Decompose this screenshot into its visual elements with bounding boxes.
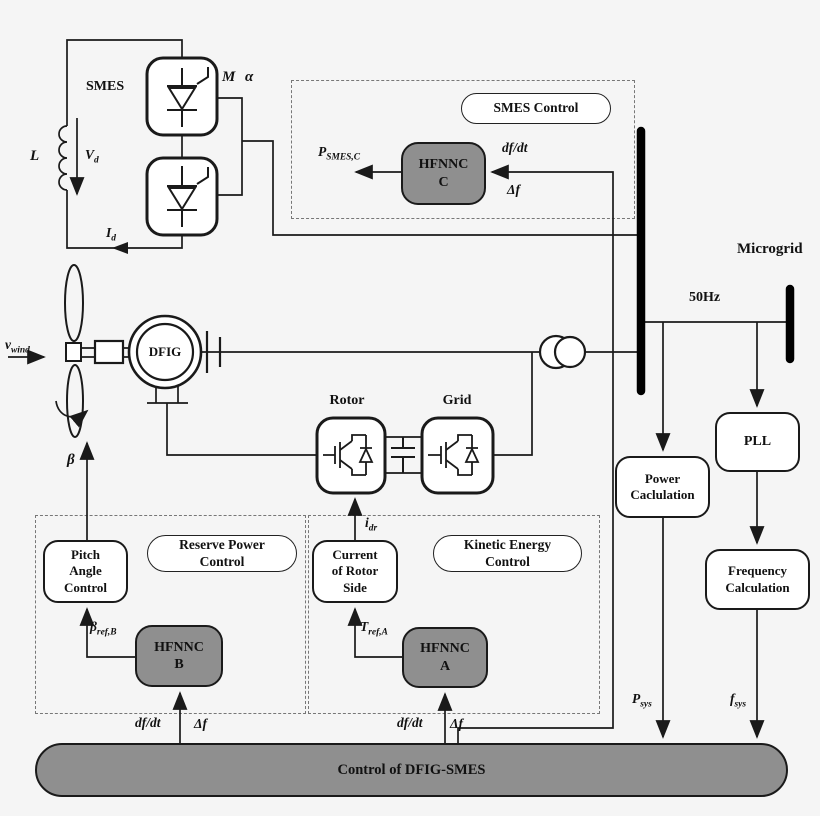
grid-converter-output-wire bbox=[493, 352, 533, 456]
grid-converter-label: Grid bbox=[442, 393, 472, 408]
frequency-calculation-box: Frequency Calculation bbox=[705, 549, 810, 610]
vd-label: Vd bbox=[85, 147, 99, 166]
reserve-power-title: Reserve Power Control bbox=[147, 535, 297, 572]
df-a-label: Δf bbox=[450, 716, 463, 731]
smes-control-dashed-box bbox=[291, 80, 635, 219]
inductor-label: L bbox=[30, 148, 40, 164]
dc-link-icon bbox=[385, 436, 422, 474]
torque-ref-label: Tref,A bbox=[360, 619, 388, 638]
rotation-arrow bbox=[55, 400, 89, 428]
modulation-label: M bbox=[222, 69, 236, 85]
microgrid-label: Microgrid bbox=[737, 241, 803, 257]
id-arrowhead bbox=[112, 242, 128, 254]
torque-ref-arrow bbox=[347, 607, 402, 658]
hfnnc-a-block: HFNNC A bbox=[402, 627, 488, 688]
pitch-angle-control-box: Pitch Angle Control bbox=[43, 540, 128, 603]
vwind-label: vwind bbox=[5, 337, 30, 356]
grid-converter-icon bbox=[420, 416, 495, 495]
rotor-converter-label: Rotor bbox=[329, 393, 365, 408]
fsys-label: fsys bbox=[730, 691, 747, 710]
control-of-dfig-smes-bar: Control of DFIG-SMES bbox=[35, 743, 788, 797]
smes-label: SMES bbox=[86, 79, 125, 94]
smes-converter-icon bbox=[145, 56, 219, 237]
dfig-machine-icon bbox=[127, 314, 540, 456]
wind-turbine-icon bbox=[55, 264, 130, 438]
smes-circuit-wires bbox=[58, 39, 637, 249]
beta-label: β bbox=[67, 452, 75, 468]
rotor-converter-icon bbox=[315, 416, 387, 495]
thyristor-symbol-top bbox=[167, 67, 209, 127]
reserve-power-dashed-box bbox=[35, 515, 306, 714]
pll-box: PLL bbox=[715, 412, 800, 472]
alpha-label: α bbox=[245, 69, 254, 85]
frequency-50hz-label: 50Hz bbox=[689, 290, 721, 305]
transformer-icon bbox=[538, 334, 587, 370]
current-of-rotor-side-box: Current of Rotor Side bbox=[312, 540, 398, 603]
psmes-label: PSMES,C bbox=[318, 144, 361, 163]
hfnnc-c-input-arrow bbox=[457, 164, 614, 743]
thyristor-symbol-bottom bbox=[167, 166, 209, 227]
id-label: Id bbox=[106, 225, 116, 244]
idr-label: idr bbox=[365, 515, 378, 534]
df-c-label: Δf bbox=[507, 182, 520, 197]
dfdt-b-label: df/dt bbox=[135, 715, 161, 730]
dfig-label: DFIG bbox=[148, 344, 182, 359]
kinetic-energy-title: Kinetic Energy Control bbox=[433, 535, 582, 572]
hfnnc-c-block: HFNNC C bbox=[401, 142, 486, 205]
gearbox-icon bbox=[93, 339, 125, 365]
dfdt-c-label: df/dt bbox=[502, 140, 528, 155]
kinetic-energy-dashed-box bbox=[308, 515, 600, 714]
power-calculation-box: Power Caclulation bbox=[615, 456, 710, 518]
df-b-label: Δf bbox=[194, 716, 207, 731]
beta-ref-arrow bbox=[79, 607, 138, 658]
dfdt-a-label: df/dt bbox=[397, 715, 423, 730]
hfnnc-b-block: HFNNC B bbox=[135, 625, 223, 687]
inductor-coil-icon bbox=[58, 125, 68, 191]
beta-ref-label: βref,B bbox=[90, 619, 117, 638]
psys-label: Psys bbox=[632, 691, 652, 710]
smes-control-title: SMES Control bbox=[461, 93, 611, 124]
